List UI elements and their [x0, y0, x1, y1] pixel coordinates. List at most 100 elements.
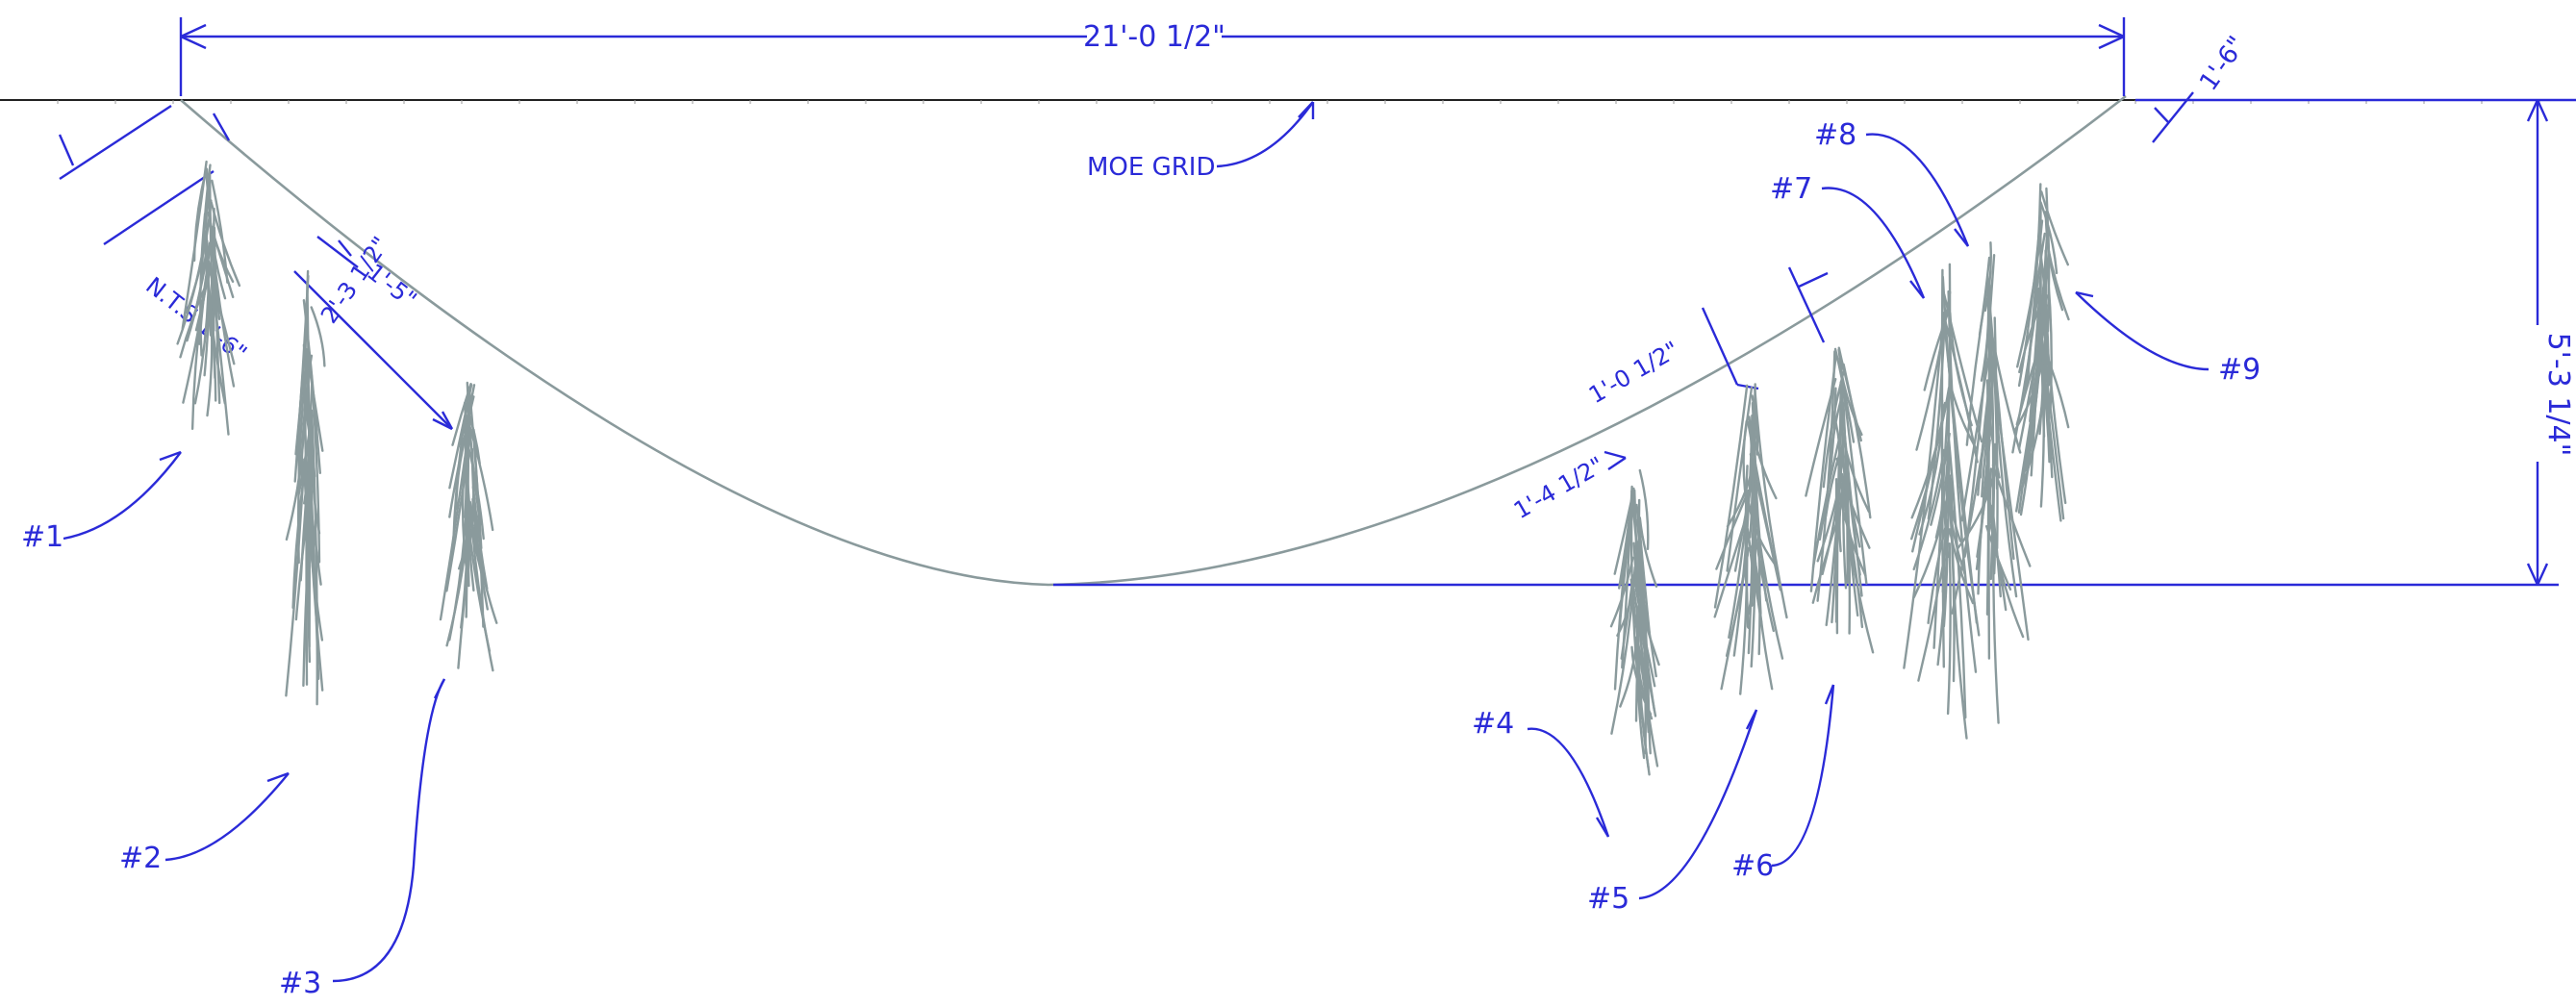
moss-strand	[1831, 393, 1844, 458]
moss-clump	[439, 381, 498, 672]
moss-strand	[1613, 491, 1635, 575]
moss-strand	[1751, 394, 1759, 456]
moss-strand	[1713, 384, 1749, 609]
moss-strand	[457, 384, 476, 448]
moss-strand	[1811, 427, 1843, 568]
moss-strand	[1985, 275, 2015, 561]
moss-strand	[1633, 489, 1644, 669]
moss-strand	[208, 267, 236, 365]
sag-depth-label: 5'-3 1/4"	[2541, 333, 2575, 457]
tag-3: #3	[279, 967, 321, 1000]
moss-strand	[2011, 288, 2040, 454]
moss-strand	[1963, 254, 1996, 558]
moss-strand	[209, 224, 216, 336]
moss-strand	[1616, 576, 1634, 637]
moss-strand	[2030, 276, 2042, 477]
moss-strand	[1620, 496, 1635, 586]
moss-strand	[2045, 239, 2070, 321]
moss-strand	[2026, 232, 2046, 387]
moss-strand	[199, 213, 207, 357]
tag-leaders: #1 #2 #3 #4 #5 #6 #7 #8 #9	[21, 118, 2260, 1000]
moss-strand	[1822, 371, 1845, 489]
right-offset-dimension: 1'-6"	[2152, 31, 2252, 143]
moss-strand	[1753, 524, 1775, 633]
moss-strand	[1726, 386, 1754, 572]
moss-strand	[211, 179, 229, 284]
moss-strand	[206, 291, 214, 417]
moss-strand	[1841, 431, 1870, 513]
moss-clump	[2011, 183, 2070, 522]
moss-strand	[1949, 312, 1973, 427]
moss-strand	[1818, 387, 1837, 541]
moss-clump	[176, 160, 241, 436]
moss-strand	[293, 274, 310, 483]
moss-strand	[1638, 516, 1658, 588]
moss-strand	[1946, 542, 1952, 716]
grid-ticks	[57, 100, 2540, 104]
moss-strand	[302, 343, 313, 524]
moss-clump	[1805, 346, 1875, 654]
moss-strand	[1946, 420, 1967, 719]
moss-strand	[1950, 477, 1968, 740]
moss-strand	[2042, 224, 2051, 371]
moss-clump	[1903, 263, 1983, 740]
dimension-1-4: 1'-4 1/2"	[1509, 450, 1627, 524]
moss-strand	[2024, 266, 2047, 472]
moss-strand	[291, 441, 311, 609]
tag-2: #2	[119, 842, 162, 875]
moss-strand	[1951, 412, 1989, 615]
moss-strand	[472, 428, 485, 628]
moss-strand	[1742, 419, 1749, 509]
moss-strand	[1809, 354, 1837, 592]
moss-strand	[1732, 414, 1754, 657]
moss-strand	[1983, 241, 1992, 313]
moss-strand	[1990, 504, 2002, 598]
moss-strand	[467, 420, 494, 532]
moss-strand	[1748, 502, 1777, 566]
moss-strand	[1915, 290, 1952, 451]
moss-strand	[1986, 395, 2001, 479]
moss-strand	[1965, 280, 1989, 446]
moss-strand	[460, 493, 469, 629]
moss-strand	[1713, 512, 1749, 618]
moss-strand	[1838, 477, 1864, 629]
moss-strand	[463, 430, 485, 541]
moss-strand	[1960, 342, 1992, 522]
right-offset-label: 1'-6"	[2194, 31, 2252, 96]
tag-4: #4	[1472, 707, 1514, 741]
tag-9: #9	[2218, 353, 2260, 387]
tag-6: #6	[1731, 849, 1774, 883]
moss-strand	[1912, 497, 1948, 599]
moss-strand	[465, 486, 485, 583]
moss-strand	[1825, 446, 1843, 517]
moss-strand	[2018, 297, 2044, 374]
sag-depth-dimension: 5'-3 1/4"	[1053, 98, 2576, 587]
moss-strand	[1638, 468, 1650, 550]
tag-5: #5	[1587, 882, 1629, 916]
moe-grid-callout: MOE GRID	[1087, 101, 1315, 182]
moss-clumps	[176, 160, 2070, 776]
tag-8: #8	[1814, 118, 1856, 152]
overall-span-label: 21'-0 1/2"	[1083, 20, 1225, 54]
moss-strand	[2039, 201, 2058, 275]
moss-clump	[1609, 468, 1660, 776]
tag-7: #7	[1770, 172, 1812, 206]
moss-strand	[463, 401, 468, 518]
moss-strand	[1635, 609, 1650, 768]
overall-span-dimension: 21'-0 1/2"	[179, 17, 2126, 96]
moss-strand	[1632, 574, 1656, 688]
moss-strand	[185, 199, 213, 315]
moss-strand	[205, 167, 212, 276]
moss-strand	[179, 281, 209, 359]
moss-strand	[1985, 525, 2012, 591]
moss-strand	[1837, 346, 1862, 442]
moss-clump	[1951, 241, 2032, 724]
moss-strand	[2040, 190, 2069, 266]
moss-strand	[448, 502, 468, 642]
moss-strand	[1985, 467, 1993, 616]
moss-clump	[1713, 383, 1788, 695]
moss-strand	[1903, 323, 1944, 669]
moss-strand	[1632, 541, 1657, 717]
moss-strand	[310, 306, 326, 367]
